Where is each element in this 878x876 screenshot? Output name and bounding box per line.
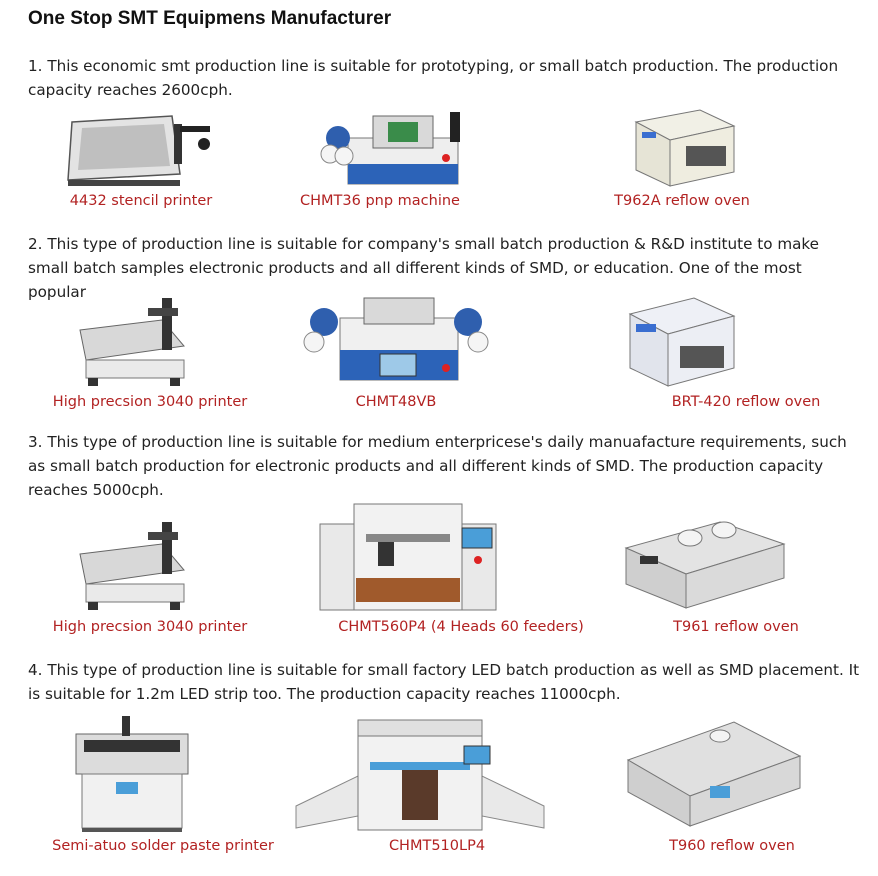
section-1-description: 1. This economic smt production line is … bbox=[28, 57, 839, 99]
pick-and-place-icon bbox=[320, 112, 460, 185]
product-chmt560p4[interactable] bbox=[316, 494, 500, 614]
stencil-printer-icon bbox=[67, 115, 210, 186]
section-2-description: 2. This type of production line is suita… bbox=[28, 235, 820, 301]
product-label[interactable]: CHMT48VB bbox=[355, 394, 437, 410]
product-label[interactable]: CHMT36 pnp machine bbox=[300, 193, 460, 209]
product-t960-reflow-oven[interactable] bbox=[624, 712, 804, 830]
product-chmt48vb[interactable] bbox=[296, 284, 496, 388]
stencil-printer-icon bbox=[79, 522, 185, 610]
product-t962a-reflow-oven[interactable] bbox=[630, 102, 740, 190]
product-label[interactable]: Semi-atuo solder paste printer bbox=[52, 838, 274, 854]
product-brt-420-reflow-oven[interactable] bbox=[622, 290, 742, 390]
product-high-precision-3040-printer[interactable] bbox=[66, 290, 206, 388]
product-4432-stencil-printer[interactable] bbox=[62, 104, 222, 190]
stencil-printer-icon bbox=[79, 298, 185, 386]
product-label[interactable]: T962A reflow oven bbox=[614, 193, 750, 209]
product-label[interactable]: High precsion 3040 printer bbox=[52, 394, 248, 410]
section-3-description: 3. This type of production line is suita… bbox=[28, 433, 847, 499]
product-label[interactable]: 4432 stencil printer bbox=[69, 193, 213, 209]
stencil-printer-icon bbox=[75, 716, 189, 832]
reflow-oven-icon bbox=[634, 109, 736, 187]
pick-and-place-icon bbox=[303, 297, 489, 381]
reflow-oven-icon bbox=[624, 521, 786, 609]
pick-and-place-icon bbox=[319, 503, 497, 611]
reflow-oven-icon bbox=[626, 721, 802, 827]
product-label[interactable]: T960 reflow oven bbox=[669, 838, 795, 854]
pick-and-place-icon bbox=[295, 719, 545, 831]
product-t961-reflow-oven[interactable] bbox=[620, 508, 790, 612]
product-label[interactable]: T961 reflow oven bbox=[673, 619, 799, 635]
product-label[interactable]: BRT-420 reflow oven bbox=[671, 394, 821, 410]
product-high-precision-3040-printer-2[interactable] bbox=[66, 514, 206, 612]
product-label[interactable]: CHMT560P4 (4 Heads 60 feeders) bbox=[338, 619, 584, 635]
product-label[interactable]: High precsion 3040 printer bbox=[52, 619, 248, 635]
product-semi-auto-solder-paste-printer[interactable] bbox=[62, 712, 198, 834]
reflow-oven-icon bbox=[628, 297, 736, 387]
section-4-description: 4. This type of production line is suita… bbox=[28, 661, 860, 703]
product-chmt36-pnp-machine[interactable] bbox=[318, 98, 468, 190]
product-label[interactable]: CHMT510LP4 bbox=[388, 838, 486, 854]
product-chmt510lp4[interactable] bbox=[294, 716, 546, 834]
page-title: One Stop SMT Equipmens Manufacturer bbox=[28, 8, 392, 29]
